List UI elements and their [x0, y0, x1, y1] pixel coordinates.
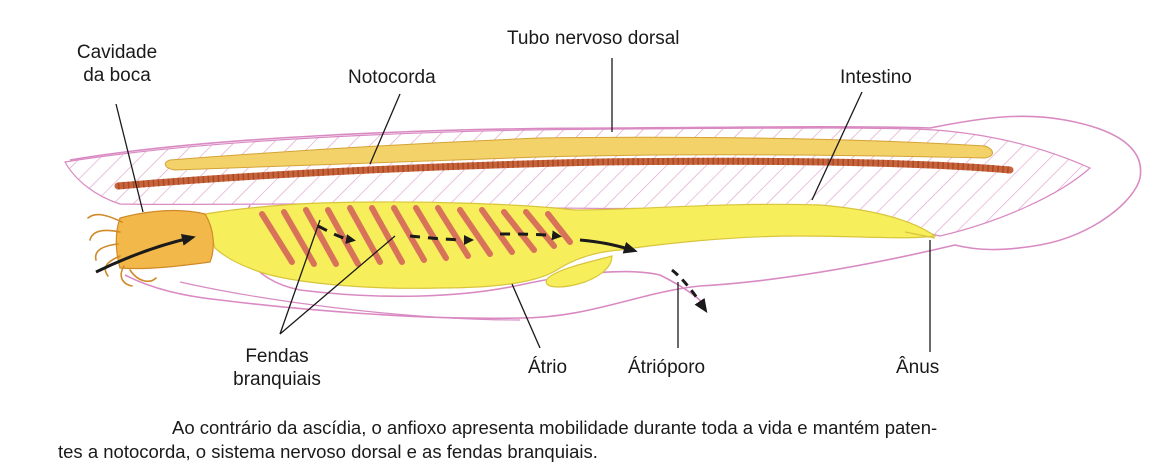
atrium-outline [241, 204, 706, 306]
intestine [204, 201, 937, 289]
label-fendas-line1: Fendas [245, 346, 309, 367]
label-intestino: Intestino [840, 67, 912, 88]
notochord [114, 157, 1014, 190]
caption-line1: Ao contrário da ascídia, o anfioxo apres… [172, 417, 938, 438]
label-notocorda: Notocorda [348, 67, 436, 88]
water-flow-arrows [95, 224, 708, 313]
label-atrio: Átrio [528, 357, 568, 378]
mouth [115, 209, 214, 270]
label-anus: Ânus [896, 357, 940, 378]
label-atrioporo: Átrióporo [628, 357, 706, 378]
leader-lines [115, 58, 931, 352]
label-cavidade-boca: Cavidade da boca [62, 41, 172, 87]
label-cavidade-line1: Cavidade [76, 42, 158, 63]
figure-caption: Ao contrário da ascídia, o anfioxo apres… [58, 416, 1158, 464]
label-fendas-line2: branquiais [233, 369, 321, 390]
oral-cirri [87, 213, 157, 287]
caption-line2: tes a notocorda, o sistema nervoso dorsa… [58, 441, 598, 462]
label-cavidade-line2: da boca [83, 65, 151, 86]
hepatic-caecum [545, 255, 613, 288]
label-fendas: Fendas branquiais [222, 345, 332, 391]
body-outline [69, 115, 1142, 320]
label-tubo-nervoso: Tubo nervoso dorsal [507, 28, 680, 49]
nerve-cord [164, 136, 993, 171]
